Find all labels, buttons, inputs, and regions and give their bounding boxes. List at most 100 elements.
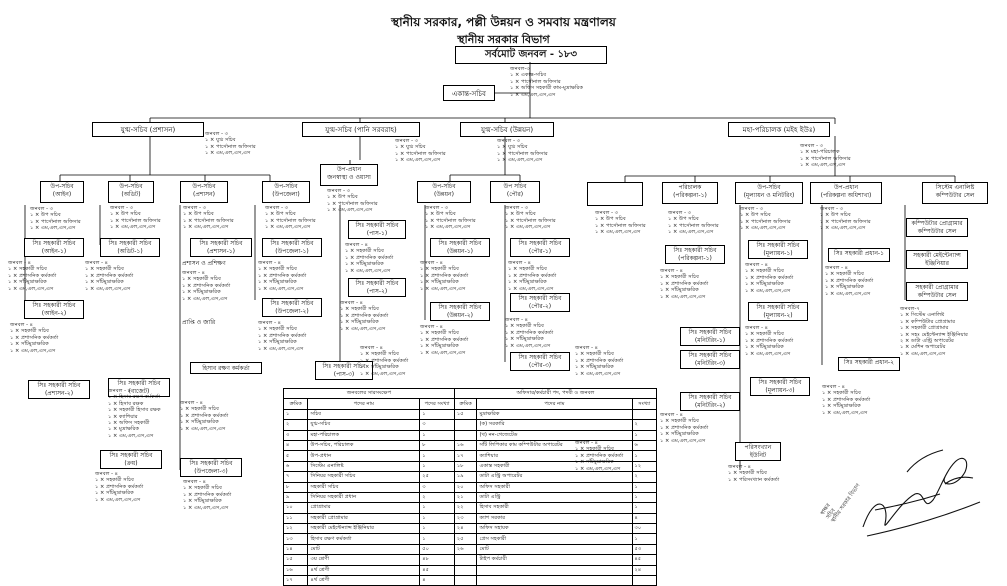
table-cell: ৬ <box>282 460 309 473</box>
col-header: ক্রমিক <box>453 398 478 410</box>
table-cell: ১৩ <box>282 533 309 545</box>
computer-cell-notes: জনবল-৭ ১ × সিস্টেম এনালিষ্ট ১ × কম্পিউটা… <box>900 306 968 357</box>
table-cell: ২৬ <box>453 543 478 556</box>
pas3-notes: জনবল - ৪ ১ × সহকারী সচিব ১ × প্রশাসনিক ক… <box>360 345 409 377</box>
table-cell: ২০ <box>453 481 478 493</box>
deputy-secretary-municipal: উপ সচিব (পৌর) <box>490 181 540 203</box>
table-cell: ৭ <box>282 471 309 483</box>
table-cell: ১৬ <box>453 439 478 452</box>
table-cell: ২২ <box>453 502 478 514</box>
table-cell: ২৩ <box>453 512 478 525</box>
joint-secretary-water: যুগ্ম-সচিব (পানি সরবরাহ) <box>302 122 420 137</box>
eval2-notes: জনবল - ৪ ১ × সহকারী সচিব ১ × প্রশাসনিক ক… <box>745 325 794 357</box>
table-cell: ডাটা এন্ট্রি <box>476 491 633 504</box>
deputy-audit-notes: জনবল - ৩ ১ × উপ সচিব ১ × পার্সোনাল অফিসা… <box>110 205 161 231</box>
table-cell: মোট <box>476 543 633 556</box>
table-cell: ক্যাশ সরকার <box>476 512 633 525</box>
law1-notes: জনবল - ৪ ১ × সহকারী সচিব ১ × প্রশাসনিক ক… <box>8 260 57 292</box>
division-title: স্থানীয় সরকার বিভাগ <box>457 33 550 46</box>
senior-asst-evaluation-3: সিঃ সহকারী সচিব (মূল্যায়ন-৩) <box>750 377 810 396</box>
table-cell: সহকারী সচিব <box>307 481 421 493</box>
upazila3-notes: জনবল - ৪ ১ × সহকারী সচিব ১ × প্রশাসনিক ক… <box>183 479 232 511</box>
senior-asst-municipal-1: সিঃ সহকারী সচিব (পৌর-১) <box>510 238 570 257</box>
table-cell: প্রেস সহকারী <box>476 533 633 545</box>
total-manpower: সর্বমোট জনবল - ১৮৩ <box>455 46 607 64</box>
table-cell: ২৪ <box>631 564 658 577</box>
table-cell: ৫ <box>282 450 309 462</box>
table-cell: ১ <box>282 408 309 421</box>
table-cell <box>476 564 633 577</box>
table-cell: মুদ্রাক্ষরিক <box>476 408 633 421</box>
col-header: পদের সংখ্যা <box>419 398 455 410</box>
table-cell: অফিস সহায়ক <box>476 523 633 535</box>
table-cell: ১ <box>631 481 658 493</box>
senior-asst-law-2: সিঃ সহকারী সচিব (আইন-২) <box>24 300 84 319</box>
table-cell: ১৫ <box>453 408 478 421</box>
computer-programmer-box: কম্পিউটার প্রোগ্রামার কম্পিউটার সেল <box>906 218 968 237</box>
table-cell: ১ <box>631 533 658 545</box>
col-header: ক্রমিক <box>282 398 309 410</box>
table-cell: ৪ <box>631 512 658 525</box>
joint-secretary-development: যুগ্ম-সচিব (উন্নয়ন) <box>460 122 554 137</box>
table-cell: সাঁট লিপিকার কাম কম্পিউটার অপারেটর <box>476 439 633 452</box>
joint-secretary-admin-notes: জনবল - ৩ ১ × যুগ্ম সচিব ১ × পার্সোনাল অফ… <box>205 131 256 157</box>
table-cell <box>631 408 658 421</box>
receipt-dispatch-label: প্রাপ্তি ও জারি <box>182 319 216 326</box>
deputy-chief-planning: উপ-প্রধান (পরিকল্পনা অধিশাখা) <box>810 182 882 204</box>
senior-asst-audit-1: সিঃ সহকারী সচিব (অডিট-১) <box>100 238 160 257</box>
deputy-secretary-admin: উপ-সচিব (প্রশাসন) <box>180 181 228 203</box>
table-cell: মহা-পরিচালক <box>307 429 421 441</box>
director-general: মহা-পরিচালক (মইহ ইউঃ) <box>728 122 830 137</box>
table-cell: ১৭ <box>453 450 478 462</box>
senior-asst-pas-1: সিঃ সহকারী সচিব (পাস-১) <box>348 220 406 239</box>
private-secretary-box: একান্ত-সচিব <box>443 85 495 101</box>
table-title-row: জনবলের সারসংক্ষেপ অফিসার/কর্মচারী পদ, পদ… <box>283 387 658 400</box>
mun2-notes: জনবল - ৪ ১ × সহকারী সচিব ১ × প্রশাসনিক ক… <box>505 317 554 349</box>
senior-asst-evaluation-2: সিঃ সহকারী সচিব (মূল্যায়ন-২) <box>748 302 808 321</box>
table-cell: ১ <box>631 502 658 514</box>
table-cell: ৪৫ <box>631 554 658 566</box>
table-cell: ৩ <box>419 419 455 431</box>
table-cell: ১ <box>419 533 455 545</box>
table-header-row: ক্রমিক পদের নাম পদের সংখ্যা ক্রমিক পদের … <box>282 398 658 410</box>
table-head-left: জনবলের সারসংক্ষেপ <box>283 387 455 400</box>
table-cell: ১০ <box>282 502 309 514</box>
table-cell: সিনিয়র সহকারী প্রধান <box>307 491 421 504</box>
statistics-unit-box: পরিসংখ্যান ইউনিট <box>735 442 781 461</box>
table-cell: যুগ্ম-সচিব <box>307 419 421 431</box>
deputy-chief-planning-notes: জনবল - ৩ ১ × উপ সচিব ১ × পার্সোনাল অফিসা… <box>820 206 871 232</box>
deputy-secretary-evaluation: উপ-সচিব (মূল্যায়ন ও মনিটরিং) <box>735 182 803 204</box>
table-cell: ২ <box>631 419 658 431</box>
table-cell: একান্ত সহকারী <box>476 460 633 473</box>
table-cell: ১ <box>419 429 455 441</box>
table-cell <box>453 564 478 577</box>
dev1-notes: জনবল - ৪ ১ × সহকারী সচিব ১ × প্রশাসনিক ক… <box>420 260 469 292</box>
table-cell: ১ <box>419 408 455 421</box>
senior-asst-planning-1: সিঃ সহকারী সচিব (পরিকল্পনা-১) <box>665 245 725 264</box>
asst-maintenance-engineer-box: সহকারী মেইন্টেন্যান্স ইঞ্জিনিয়ার <box>906 250 968 269</box>
col-header: সংখ্যা <box>631 398 658 410</box>
table-cell: ডাটা এন্ট্রি অপারেটর <box>476 471 633 483</box>
deputy-evaluation-notes: জনবল - ৩ ১ × উপ সচিব ১ × পার্সোনাল অফিসা… <box>740 206 791 232</box>
table-cell: ৫৩ <box>631 543 658 556</box>
senior-asst-chief-1: সিঃ সহকারী প্রধান-১ <box>828 248 890 262</box>
table-cell: ১ <box>631 450 658 462</box>
pas1-notes: জনবল - ৪ ১ × সহকারী সচিব ১ × প্রশাসনিক ক… <box>345 242 394 274</box>
upazila2-notes: জনবল - ৪ ১ × সহকারী সচিব ১ × প্রশাসনিক ক… <box>258 320 307 352</box>
col-header: পদের নাম <box>307 398 421 410</box>
table-cell: ১৪ <box>282 543 309 556</box>
table-cell: টাইপ কর্মচারী <box>476 554 633 566</box>
director-planning-1: পরিচালক (পরিকল্পনা-১) <box>662 182 718 204</box>
table-cell: ৯ <box>282 491 309 504</box>
statistics-unit-notes: জনবল - ৪ ১ × সহকারী সচিব ১ × পরিসংখ্যান … <box>728 464 780 483</box>
table-cell: হিসাব রক্ষণ কর্মকর্তা <box>307 533 421 545</box>
pas2-notes: জনবল - ৪ ১ × সহকারী সচিব ১ × প্রশাসনিক ক… <box>340 300 389 332</box>
